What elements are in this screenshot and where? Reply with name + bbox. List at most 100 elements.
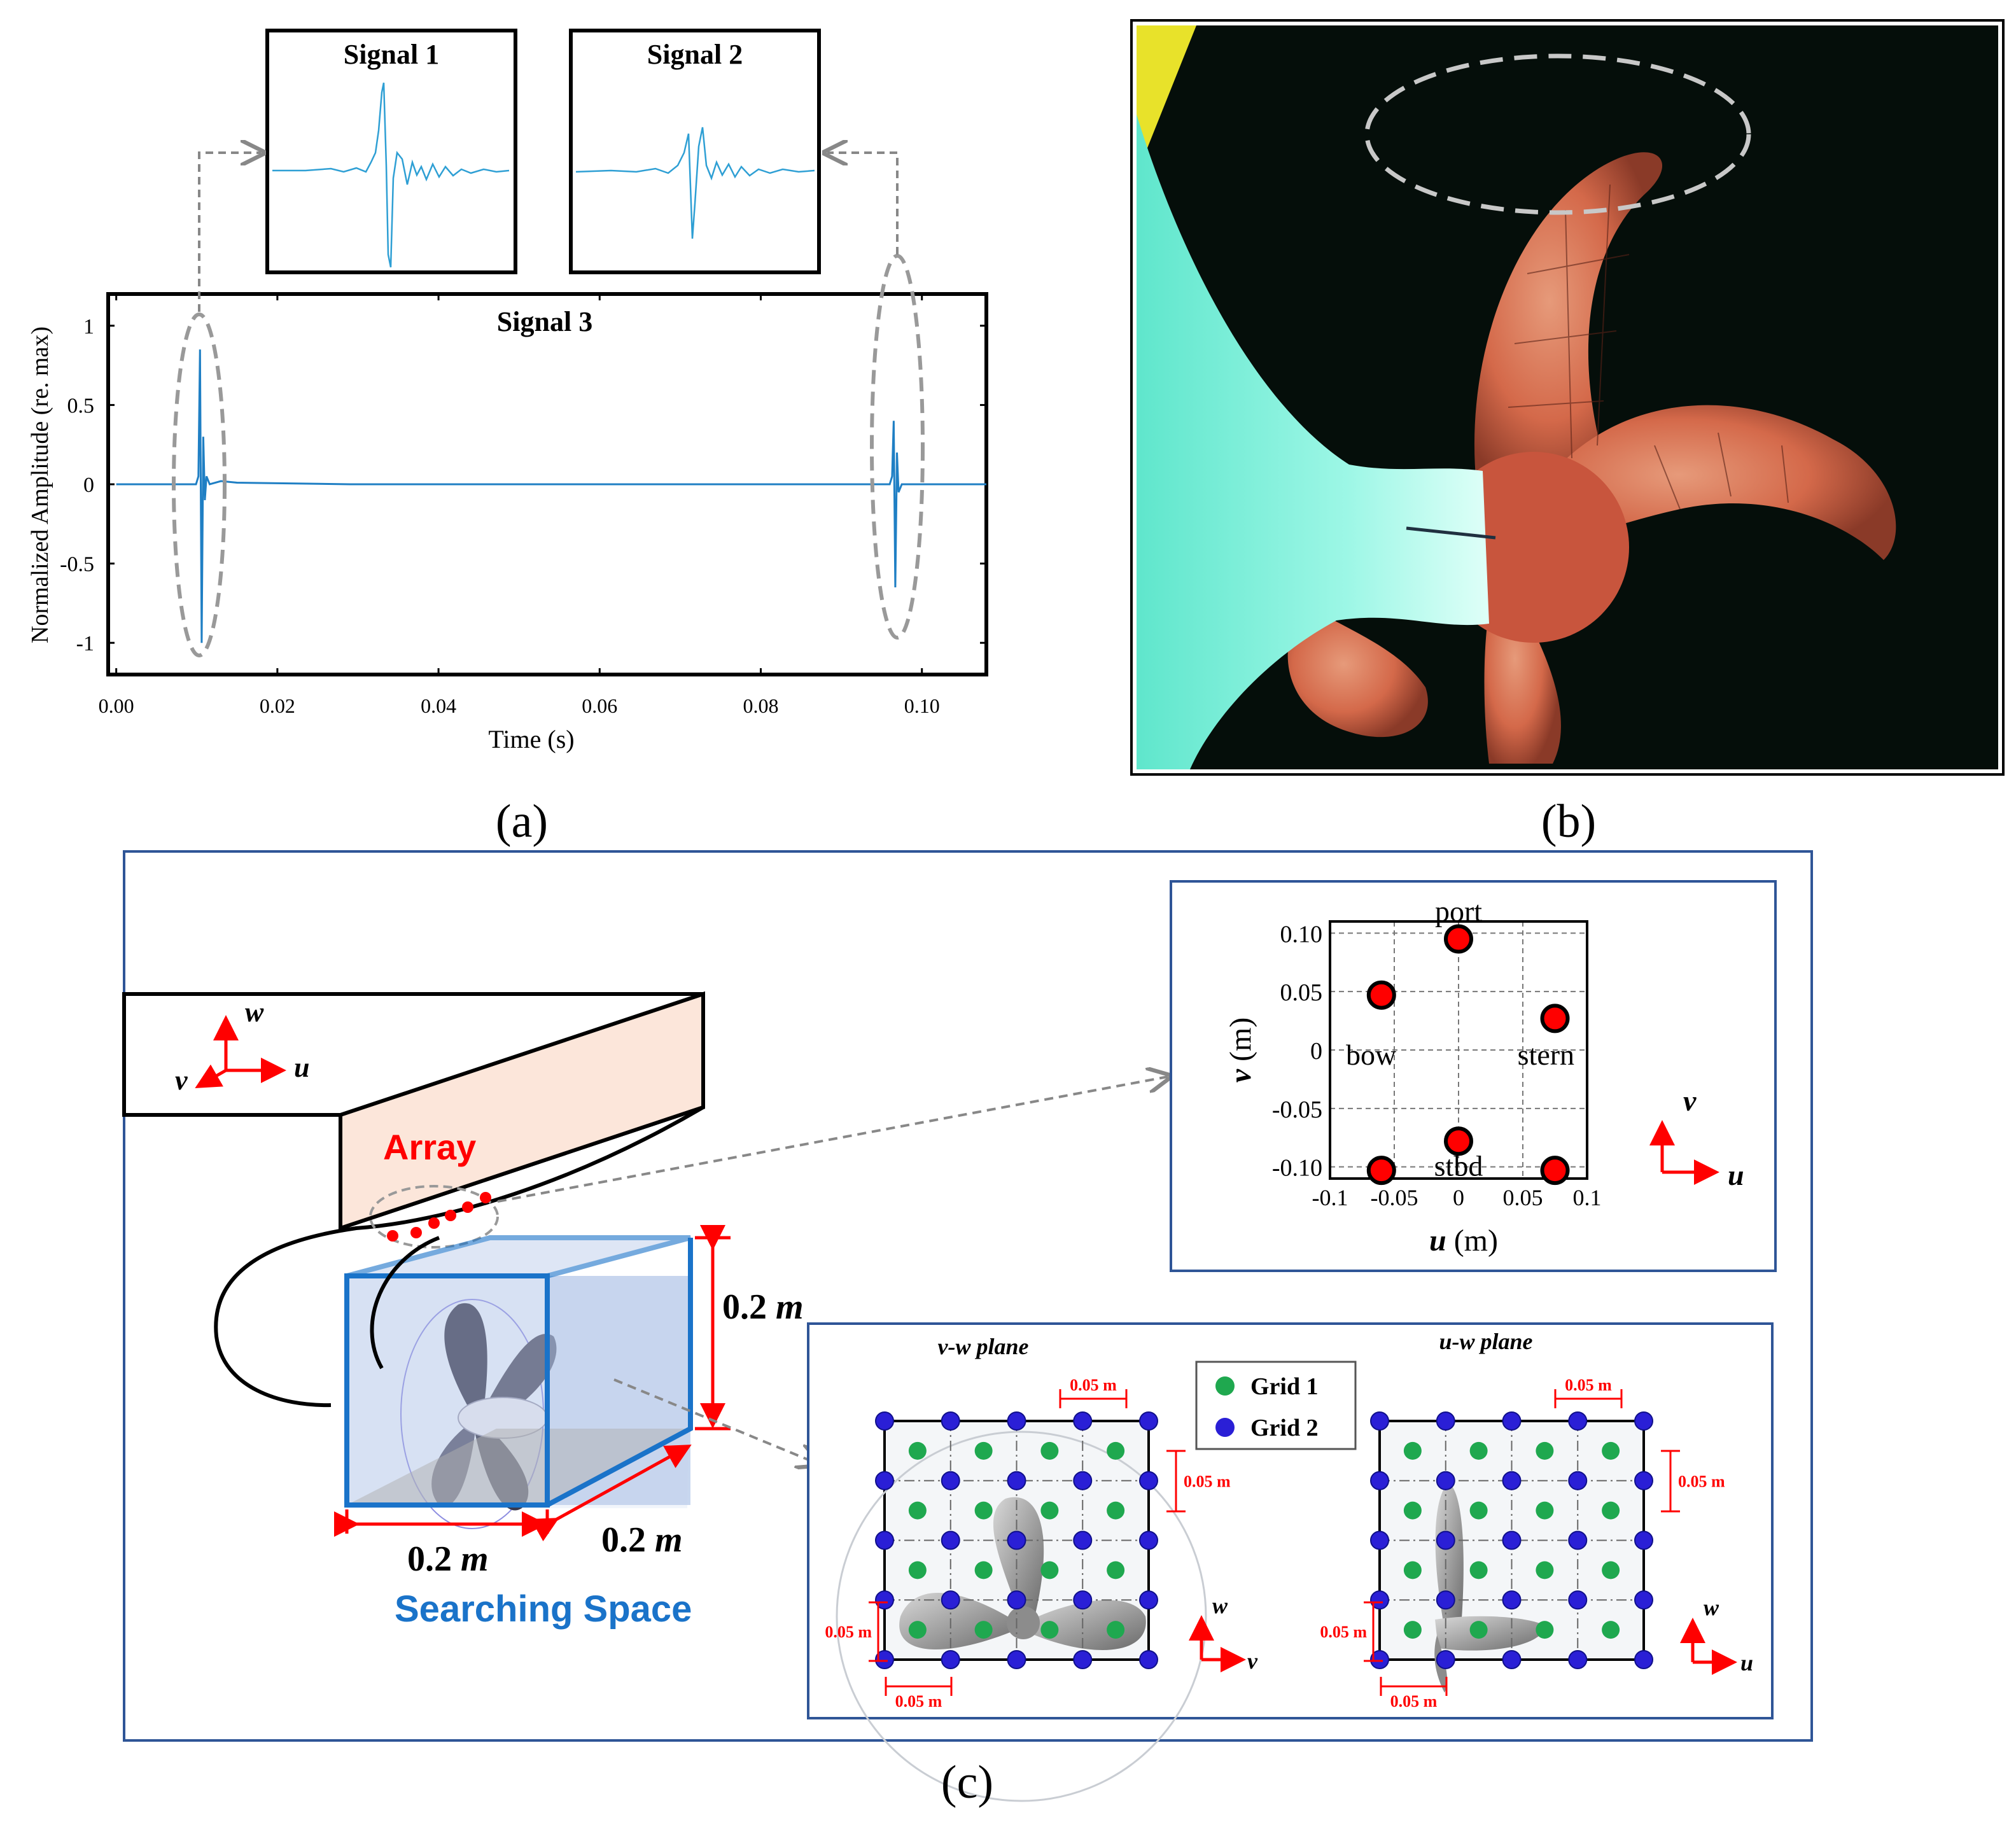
grid2-point — [1436, 1530, 1455, 1550]
array-element-marker — [1540, 1004, 1570, 1033]
x-tick-label: -0.05 — [1371, 1185, 1418, 1210]
dim-height-label: 0.2 m — [722, 1287, 804, 1327]
grid1-point — [1040, 1561, 1059, 1579]
grid2-point — [1436, 1471, 1455, 1490]
searching-space-label: Searching Space — [395, 1588, 692, 1630]
array-layout-y-label: v (m) — [1224, 1018, 1257, 1083]
grid1-point — [1602, 1501, 1620, 1520]
y-tick-label: 0.5 — [67, 394, 95, 417]
y-tick-label: 0.05 — [1280, 979, 1323, 1006]
grid2-point — [1502, 1650, 1522, 1669]
grid1-point — [1040, 1441, 1059, 1460]
x-axis-label: Time (s) — [488, 725, 574, 753]
spacing-label: 0.05 m — [1678, 1473, 1725, 1491]
spacing-label: 0.05 m — [1565, 1376, 1612, 1394]
array-layout-v-axis: v — [1683, 1084, 1697, 1117]
grid2-point — [1634, 1471, 1653, 1490]
grid2-point — [1073, 1650, 1093, 1669]
array-layout-u-axis: u — [1728, 1159, 1744, 1191]
grid2-point — [1139, 1411, 1158, 1431]
grid2-point — [1634, 1650, 1653, 1669]
grid2-point — [1634, 1530, 1653, 1550]
spacing-label: 0.05 m — [825, 1623, 872, 1641]
grid2-point — [1502, 1411, 1522, 1431]
grid2-point — [1634, 1411, 1653, 1431]
grid2-point — [875, 1411, 894, 1431]
grid2-point — [1139, 1650, 1158, 1669]
grid1-point — [1469, 1561, 1488, 1579]
y-tick-label: 0 — [1310, 1038, 1322, 1065]
array-element-label: bow — [1346, 1039, 1397, 1071]
spacing-label: 0.05 m — [1184, 1473, 1231, 1491]
pulse1-highlight — [172, 312, 227, 657]
grid1-point — [1469, 1621, 1488, 1639]
grid2-point — [1568, 1471, 1588, 1490]
y-axis-label: Normalized Amplitude (re. max) — [27, 326, 53, 643]
grid1-legend-label: Grid 1 — [1250, 1373, 1319, 1400]
grid1-point — [974, 1441, 993, 1460]
grid1-point — [1536, 1561, 1554, 1579]
array-element-marker — [1444, 924, 1473, 954]
grid2-point — [1007, 1590, 1026, 1610]
array-layout-axes-icon — [1649, 1120, 1719, 1185]
grid2-point — [1139, 1530, 1158, 1550]
grid2-legend-label: Grid 2 — [1250, 1415, 1319, 1441]
array-layout-inset — [1170, 880, 1777, 1272]
x-tick-label: 0 — [1453, 1185, 1464, 1210]
grid2-point — [1502, 1590, 1522, 1610]
vw-plane-grid — [836, 1411, 1207, 1802]
panel-label-b: (b) — [1541, 795, 1596, 848]
hull-curve — [214, 1105, 704, 1408]
grid2-point — [1568, 1650, 1588, 1669]
grid2-point — [1370, 1590, 1389, 1610]
x-tick-label: 0.08 — [743, 694, 779, 717]
grid1-point — [974, 1501, 993, 1520]
grid2-point — [941, 1590, 960, 1610]
grid2-point — [941, 1411, 960, 1431]
y-tick-label: -0.5 — [60, 553, 94, 577]
grid2-point — [1568, 1530, 1588, 1550]
grid1-point — [908, 1561, 927, 1579]
grid2-point — [941, 1650, 960, 1669]
array-element-label: stbd — [1434, 1150, 1483, 1182]
grid2-point — [875, 1590, 894, 1610]
pulse2-highlight — [870, 254, 925, 640]
array-element-marker — [1540, 1156, 1570, 1186]
panel-label-c: (c) — [941, 1756, 993, 1809]
grid2-point — [1568, 1411, 1588, 1431]
cable-curve — [370, 1236, 440, 1369]
array-element-marker — [1366, 980, 1396, 1010]
array-element-markers — [1366, 924, 1570, 1186]
grid2-point — [1073, 1530, 1093, 1550]
grid2-point — [875, 1530, 894, 1550]
spacing-label: 0.05 m — [1070, 1376, 1117, 1394]
array-element-label: stern — [1518, 1039, 1574, 1071]
spacing-label: 0.05 m — [1390, 1692, 1438, 1711]
array-layout-x-label: u (m) — [1429, 1224, 1498, 1257]
array-element-label: port — [1435, 895, 1482, 927]
array-layout-y-ticks: 0.100.050-0.05-0.10 — [1272, 921, 1322, 1181]
grid1-point — [974, 1621, 993, 1639]
grid2-point — [1139, 1471, 1158, 1490]
axis-u-label: u — [294, 1052, 309, 1083]
grid1-point — [1602, 1561, 1620, 1579]
grid2-point — [1502, 1471, 1522, 1490]
panel-label-a: (a) — [496, 795, 548, 848]
signal2-waveform — [575, 127, 815, 239]
vw-plane-title: v-w plane — [938, 1334, 1029, 1359]
grid1-point — [1403, 1621, 1422, 1639]
grid1-point — [908, 1441, 927, 1460]
spacing-label: 0.05 m — [895, 1692, 942, 1711]
grid2-point — [875, 1471, 894, 1490]
searching-space-cube — [344, 1235, 693, 1529]
y-tick-labels: 10.50-0.5-1 — [60, 315, 986, 655]
grid2-point — [1007, 1650, 1026, 1669]
array-element-labels: port bow stern stbd — [1346, 895, 1574, 1182]
axis-triad — [195, 1015, 286, 1088]
grid1-point — [1107, 1561, 1125, 1579]
signal3-title: Signal 3 — [497, 306, 592, 337]
grid2-point — [1370, 1650, 1389, 1669]
grid1-point — [1469, 1441, 1488, 1460]
grid2-point — [875, 1650, 894, 1669]
uw-plane-grid — [1370, 1411, 1653, 1693]
